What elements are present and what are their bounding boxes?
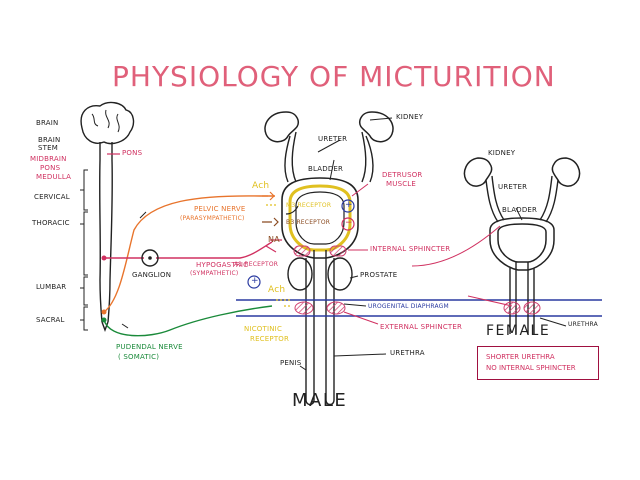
label-pons-marker: PONS	[122, 149, 143, 157]
label-detrusor-sub: MUSCLE	[386, 180, 417, 188]
label-prostate: PROSTATE	[360, 271, 398, 279]
label-nicotinic: NICOTINIC	[244, 325, 283, 333]
ganglion	[141, 249, 159, 267]
male-leader-lines	[299, 117, 393, 371]
label-female: FEMALE	[486, 323, 551, 339]
prostate	[287, 257, 353, 291]
male-urethra	[305, 250, 335, 406]
label-external-sphincter: EXTERNAL SPHINCTER	[380, 323, 463, 331]
label-medulla: MEDULLA	[36, 173, 72, 181]
label-brain: BRAIN	[36, 119, 59, 127]
female-urethra	[509, 262, 535, 334]
label-ganglion: GANGLION	[132, 271, 172, 279]
label-female-kidney: KIDNEY	[488, 149, 516, 157]
label-nicotinic-sub: RECEPTOR	[250, 335, 290, 343]
female-note-box: SHORTER URETHRA NO INTERNAL SPHINCTER	[477, 346, 599, 380]
label-ach-bottom: Ach	[268, 285, 286, 295]
label-cervical: CERVICAL	[34, 193, 70, 201]
label-internal-sphincter: INTERNAL SPHINCTER	[370, 245, 451, 253]
label-plus-a1: +	[251, 276, 259, 286]
receptor-marks	[262, 191, 299, 307]
pelvic-nerve-arrow	[139, 211, 147, 219]
brain	[80, 101, 135, 145]
label-male-bladder: BLADDER	[308, 165, 344, 173]
label-pelvic-nerve-sub: (PARASYMPATHETIC)	[180, 215, 245, 222]
label-ach-top: Ach	[252, 181, 270, 191]
label-hypogastric: HYPOGASTRIC	[196, 261, 249, 269]
label-hypogastric-sub: (SYMPATHETIC)	[190, 270, 239, 277]
label-penis: PENIS	[280, 359, 302, 367]
label-female-bladder: BLADDER	[502, 206, 538, 214]
label-female-ureter: URETER	[498, 183, 528, 191]
brain-stem	[99, 142, 113, 160]
label-male: MALE	[292, 390, 348, 411]
page-title: PHYSIOLOGY OF MICTURITION	[112, 60, 556, 93]
label-lumbar: LUMBAR	[36, 283, 67, 291]
label-brain-stem: BRAIN STEM	[38, 136, 61, 153]
hypogastric-nerve	[104, 241, 273, 259]
male-external-sphincter	[294, 301, 346, 315]
female-note-line-2: NO INTERNAL SPHINCTER	[486, 364, 576, 372]
label-female-urethra: URETHRA	[568, 321, 598, 328]
label-pelvic-nerve: PELVIC NERVE	[194, 205, 246, 213]
female-bladder	[489, 217, 555, 271]
female-leader-lines	[467, 207, 567, 327]
label-minus-b3: −	[345, 218, 353, 228]
label-plus-m3: +	[345, 200, 353, 210]
sign-circles	[247, 199, 355, 289]
label-male-urethra: URETHRA	[390, 349, 425, 357]
label-midbrain: MIDBRAIN	[30, 155, 67, 163]
pudendal-nerve	[103, 305, 273, 337]
label-m3-receptor: M3 RECEPTOR	[286, 202, 332, 209]
label-pons: PONS	[40, 164, 61, 172]
male-kidneys	[264, 111, 394, 143]
female-pink-pointer	[411, 225, 501, 267]
urogenital-diaphragm	[236, 299, 602, 317]
label-pudendal-nerve: PUDENDAL NERVE	[116, 343, 183, 351]
female-external-sphincter	[503, 301, 541, 315]
label-thoracic: THORACIC	[32, 219, 70, 227]
label-detrusor: DETRUSOR	[382, 171, 423, 179]
label-male-ureter: URETER	[318, 135, 348, 143]
label-a1-receptor: α1 RECEPTOR	[234, 261, 279, 268]
male-internal-sphincter	[293, 245, 347, 257]
male-ureters	[284, 131, 374, 183]
female-kidneys	[463, 157, 581, 187]
label-na: NA	[268, 235, 280, 244]
female-note-line-1: SHORTER URETHRA	[486, 353, 555, 361]
label-male-kidney: KIDNEY	[396, 113, 424, 121]
pelvic-nerve	[103, 195, 275, 313]
label-pudendal-sub: ( SOMATIC)	[118, 353, 160, 361]
label-b3-receptor: B3 RECEPTOR	[286, 219, 331, 226]
segment-braces	[80, 169, 88, 331]
label-urogenital-diaphragm: UROGENITAL DIAPHRAGM	[368, 303, 449, 310]
female-ureters	[485, 175, 559, 223]
label-sacral: SACRAL	[36, 316, 65, 324]
